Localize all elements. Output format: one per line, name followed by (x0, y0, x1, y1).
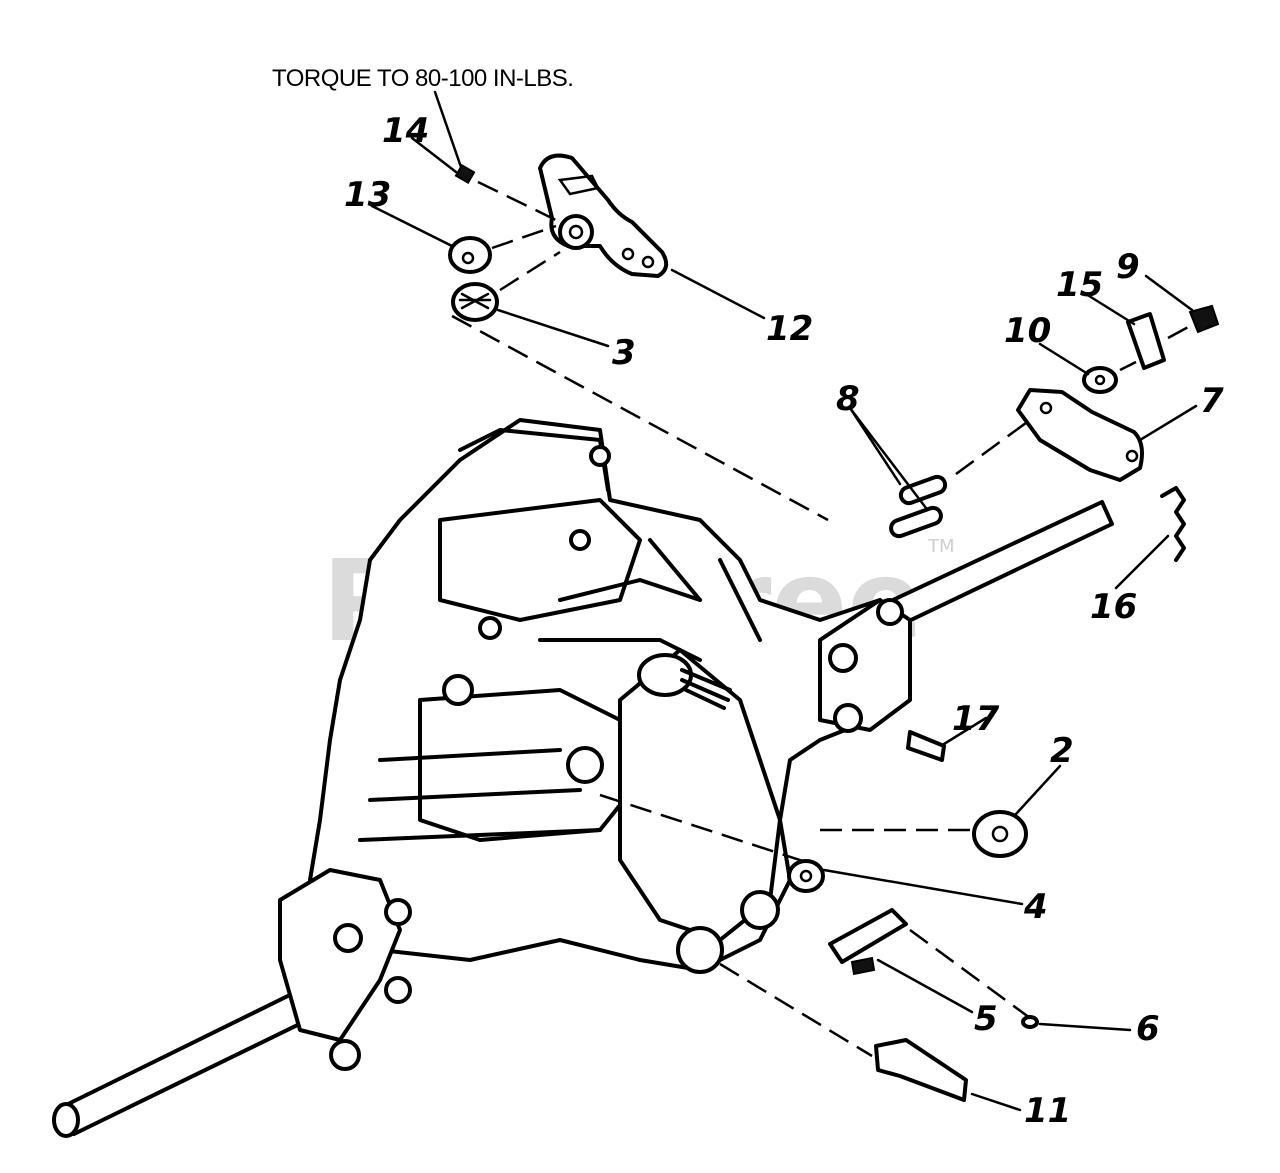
callout-10: 10 (1004, 311, 1051, 351)
left-axle-support (278, 868, 402, 1042)
washer-6 (1021, 1015, 1039, 1029)
left-axle-shaft (58, 988, 318, 1136)
nut-9 (1188, 304, 1220, 334)
input-shaft-threads (680, 668, 732, 710)
left-axle-end (52, 1102, 80, 1138)
torque-note: TORQUE TO 80-100 IN-LBS. (272, 65, 573, 92)
shift-arm-hub (558, 214, 594, 250)
callout-5: 5 (974, 999, 998, 1039)
callouts: 14 13 12 3 15 9 10 7 8 16 17 2 4 5 6 11 (344, 111, 1224, 1131)
callout-6: 6 (1136, 1009, 1160, 1049)
callout-7: 7 (1200, 381, 1224, 421)
washer-2 (972, 810, 1028, 858)
shift-arm-assembly (448, 153, 829, 522)
pin-8a (898, 474, 948, 506)
plate-5 (828, 908, 908, 964)
bolt-17 (906, 730, 946, 762)
callout-8: 8 (836, 379, 860, 419)
port-11 (676, 926, 724, 974)
spacer-13 (448, 236, 492, 274)
washer-10 (1082, 366, 1118, 394)
boss-left (566, 746, 604, 784)
callout-11: 11 (1024, 1091, 1071, 1131)
callout-3: 3 (612, 333, 636, 373)
callout-13: 13 (344, 175, 391, 215)
right-axle (818, 500, 1114, 733)
bracket-assembly (848, 304, 1220, 562)
spacer-4 (787, 859, 825, 893)
spring-16 (1160, 486, 1186, 562)
bracket-7 (1016, 388, 1144, 482)
transaxle-housing (308, 418, 902, 974)
watermark-tm: TM (927, 536, 955, 557)
setscrew-14 (454, 163, 476, 185)
callout-17: 17 (952, 699, 1000, 739)
housing-top-plate (438, 498, 642, 622)
callout-9: 9 (1116, 247, 1140, 287)
clip-15 (1126, 312, 1166, 370)
callout-15: 15 (1056, 265, 1103, 305)
right-axle-support (818, 598, 912, 732)
fitting-11 (874, 1038, 968, 1102)
port-4 (740, 890, 780, 930)
callout-12: 12 (766, 309, 813, 349)
shift-arm-slot (557, 174, 600, 196)
callout-4: 4 (1023, 887, 1048, 927)
pin-8b (889, 505, 943, 539)
input-gear (637, 653, 693, 697)
callout-2: 2 (1050, 731, 1074, 771)
callout-16: 16 (1090, 587, 1137, 627)
torque-note-leader (433, 90, 464, 172)
lower-parts (599, 730, 1039, 1102)
left-axle (52, 868, 412, 1138)
